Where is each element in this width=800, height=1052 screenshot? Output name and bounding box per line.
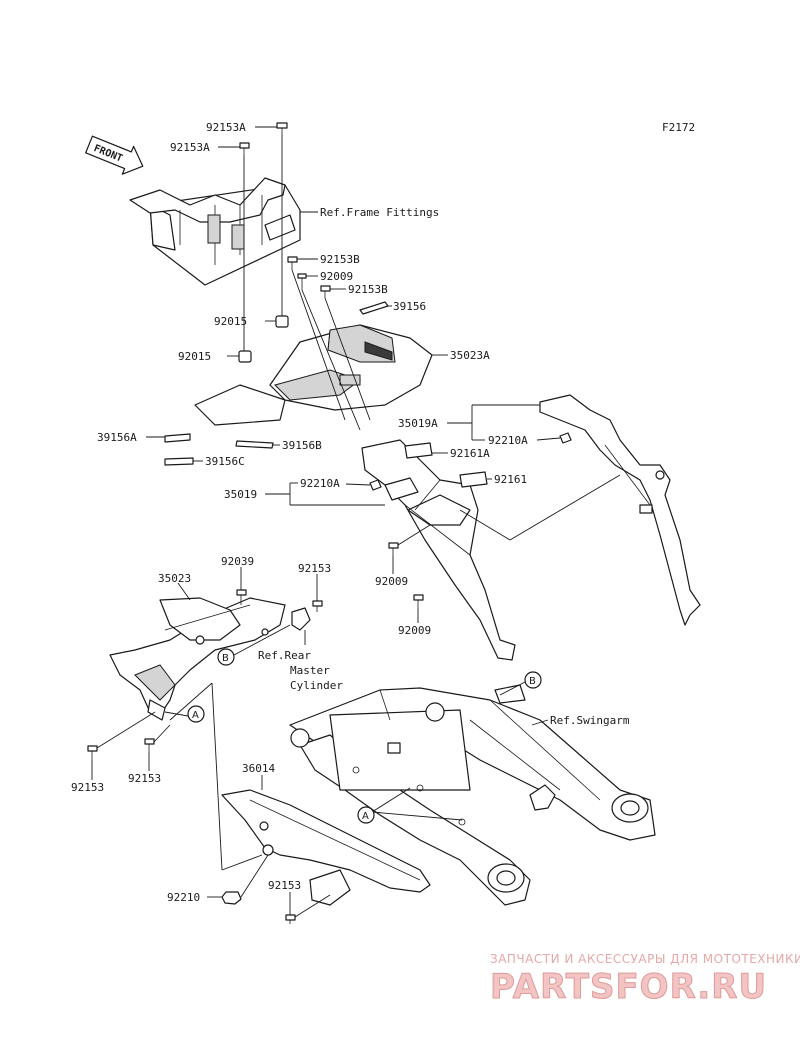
bolt-92153B-1 — [287, 256, 298, 270]
bolt-92039 — [236, 589, 247, 605]
bolt-92009-top — [297, 273, 307, 290]
mount-35019A — [539, 394, 701, 626]
svg-text:A: A — [362, 811, 369, 822]
label-39156B: 39156B — [282, 439, 322, 452]
frame-fitting-tray — [129, 177, 301, 286]
bolt-92153-b — [285, 914, 296, 924]
label-ref-rear-3: Cylinder — [290, 679, 343, 692]
svg-text:A: A — [192, 710, 199, 721]
bolt-92153-l2 — [144, 738, 155, 752]
label-92153B-1: 92153B — [320, 253, 360, 266]
label-92153-top: 92153 — [298, 562, 331, 575]
label-92153-l1: 92153 — [71, 781, 104, 794]
diagram-id: F2172 — [662, 121, 695, 134]
callout-a-upper: A — [187, 705, 205, 723]
collar-92015-1 — [275, 315, 289, 328]
label-39156C: 39156C — [205, 455, 245, 468]
bolt-92153-l1 — [87, 745, 98, 760]
label-92210: 92210 — [167, 891, 200, 904]
pad-92161 — [459, 471, 488, 488]
label-36014: 36014 — [242, 762, 275, 775]
callout-b-lower: B — [524, 671, 542, 689]
label-92039: 92039 — [221, 555, 254, 568]
nut-92210 — [221, 891, 242, 905]
label-ref-rear-2: Master — [290, 664, 330, 677]
label-92015-1: 92015 — [214, 315, 247, 328]
label-92161: 92161 — [494, 473, 527, 486]
bolt-92153-top — [312, 600, 323, 612]
pad-92161A — [404, 442, 433, 459]
bolt-92153A-top — [276, 122, 288, 135]
label-92015-2: 92015 — [178, 350, 211, 363]
inner-fender-35019 — [361, 439, 516, 661]
bolt-92009-b — [413, 594, 424, 608]
label-92153-l2: 92153 — [128, 772, 161, 785]
bolt-92153A-2 — [239, 142, 250, 155]
label-35023: 35023 — [158, 572, 191, 585]
callout-b-upper: B — [217, 648, 235, 666]
label-39156: 39156 — [393, 300, 426, 313]
pad-39156C — [164, 457, 194, 466]
pad-39156B — [235, 440, 274, 449]
label-92210A-2: 92210A — [300, 477, 340, 490]
label-35019A: 35019A — [398, 417, 438, 430]
label-92153-b: 92153 — [268, 879, 301, 892]
collar-92015-2 — [238, 350, 252, 363]
label-92153B-2: 92153B — [348, 283, 388, 296]
nut-92210A-2 — [369, 479, 382, 491]
label-ref-frame-fittings: Ref.Frame Fittings — [320, 206, 439, 219]
rear-hugger-35023 — [109, 597, 286, 721]
label-92210A-1: 92210A — [488, 434, 528, 447]
label-39156A: 39156A — [97, 431, 137, 444]
chain-cover-36014 — [221, 789, 431, 906]
bolt-92153B-2 — [320, 285, 331, 298]
nut-92210A-1 — [559, 432, 572, 444]
pad-39156 — [359, 301, 389, 315]
watermark-tagline: ЗАПЧАСТИ И АКСЕССУАРЫ ДЛЯ МОТОТЕХНИКИ — [490, 952, 800, 966]
callout-a-lower: A — [357, 806, 375, 824]
label-92153A-2: 92153A — [170, 141, 210, 154]
label-ref-swingarm: Ref.Swingarm — [550, 714, 630, 727]
label-92009-a: 92009 — [375, 575, 408, 588]
pad-39156A — [164, 433, 191, 443]
front-arrow-icon: FRONT — [85, 135, 144, 175]
watermark-brand: PARTSFOR.RU — [490, 967, 767, 1007]
label-92153A-top: 92153A — [206, 121, 246, 134]
rear-fender-35023A — [194, 324, 433, 426]
bolt-92009-a — [388, 542, 399, 556]
label-ref-rear-1: Ref.Rear — [258, 649, 311, 662]
label-92009-b: 92009 — [398, 624, 431, 637]
label-92009-top: 92009 — [320, 270, 353, 283]
label-35019: 35019 — [224, 488, 257, 501]
swingarm — [289, 684, 656, 906]
svg-text:B: B — [222, 653, 229, 664]
svg-text:B: B — [529, 676, 536, 687]
rear-master-cylinder-bracket — [291, 607, 311, 631]
label-35023A: 35023A — [450, 349, 490, 362]
label-92161A: 92161A — [450, 447, 490, 460]
